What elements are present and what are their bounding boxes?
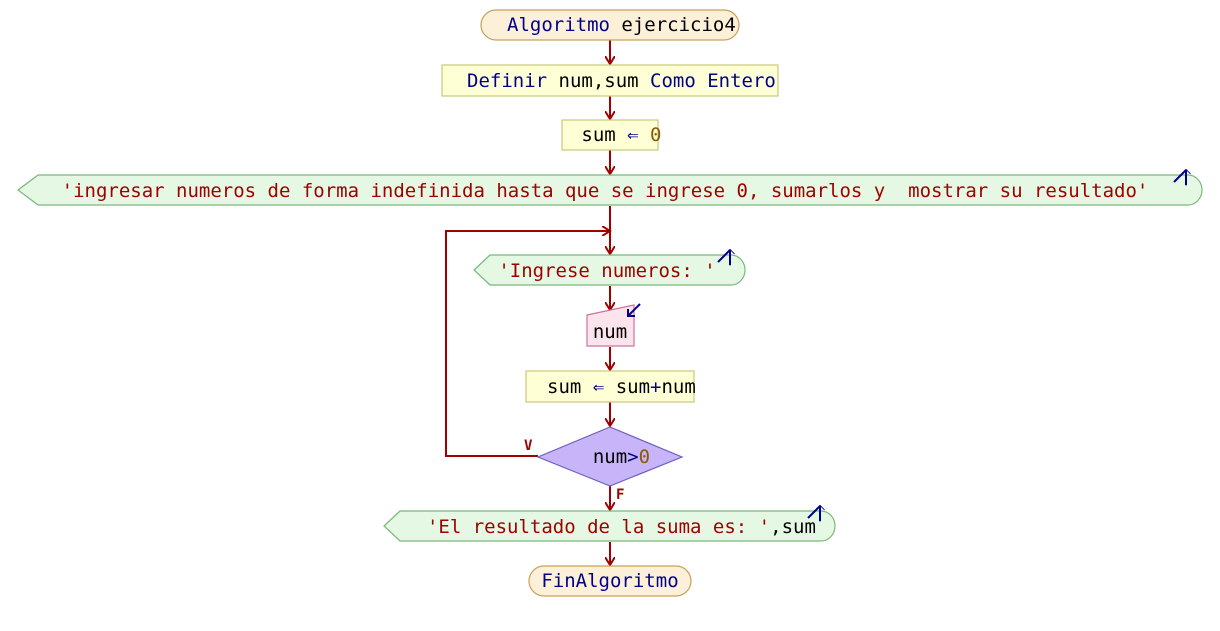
svg-text:sum ⇐ sum+num: sum ⇐ sum+num [467, 376, 753, 398]
input-arrow-icon [627, 303, 641, 317]
decision-var: num [593, 446, 627, 468]
assign-sum-process[interactable]: sum ⇐ sum+num [467, 370, 753, 403]
assign-init-var: sum [581, 124, 615, 146]
assign-sum-expr-b: num [661, 376, 695, 398]
connectors [445, 40, 610, 565]
define-keyword: Definir [467, 70, 547, 92]
output-result-var: sum [782, 516, 816, 538]
decision-node[interactable]: num>0 [513, 426, 708, 487]
read-input[interactable]: num [586, 303, 641, 347]
read-var: num [593, 321, 627, 343]
define-type: Como Entero [650, 70, 776, 92]
output-arrow-icon [717, 250, 730, 262]
assign-arrow: ⇐ [616, 124, 650, 146]
end-terminal[interactable]: FinAlgoritmo [528, 565, 692, 597]
start-terminal[interactable]: Algoritmo ejercicio4 [427, 9, 793, 41]
output-result-sep: , [770, 516, 781, 538]
false-branch-label: F [616, 487, 624, 503]
output-result[interactable]: 'El resultado de la suma es: ',sum [347, 506, 873, 542]
assign-init-value: 0 [650, 124, 661, 146]
svg-text:'El resultado de la suma es: ': 'El resultado de la suma es: ',sum [347, 516, 873, 538]
assign-sum-expr-a: sum [616, 376, 650, 398]
algorithm-name: ejercicio4 [610, 14, 736, 36]
define-vars: num,sum [547, 70, 650, 92]
svg-text:num>0: num>0 [513, 446, 708, 468]
svg-text:Definir num,sum Como Entero: Definir num,sum Como Entero [387, 70, 833, 92]
define-process[interactable]: Definir num,sum Como Entero [387, 64, 833, 97]
output-intro[interactable]: 'ingresar numeros de forma indefinida ha… [17, 170, 1203, 206]
assign-arrow: ⇐ [581, 376, 615, 398]
assign-sum-plus: + [650, 376, 661, 398]
decision-op: > [627, 446, 638, 468]
start-keyword: Algoritmo [507, 14, 610, 36]
assign-sum-var: sum [547, 376, 581, 398]
decision-value: 0 [639, 446, 650, 468]
svg-text:sum ⇐ 0: sum ⇐ 0 [501, 124, 718, 146]
true-branch-label: V [524, 438, 533, 454]
output-prompt-text: 'Ingrese numeros: ' [498, 260, 715, 282]
output-arrow-icon [807, 506, 820, 518]
output-arrow-icon [1173, 170, 1186, 182]
loop-back-connector [445, 231, 610, 457]
assign-init-process[interactable]: sum ⇐ 0 [501, 119, 718, 151]
svg-text:Algoritmo ejercicio4: Algoritmo ejercicio4 [427, 14, 793, 36]
output-result-text: 'El resultado de la suma es: ' [427, 516, 770, 538]
output-prompt[interactable]: 'Ingrese numeros: ' [473, 250, 746, 286]
output-intro-text: 'ingresar numeros de forma indefinida ha… [62, 180, 1149, 202]
end-keyword: FinAlgoritmo [541, 570, 678, 592]
